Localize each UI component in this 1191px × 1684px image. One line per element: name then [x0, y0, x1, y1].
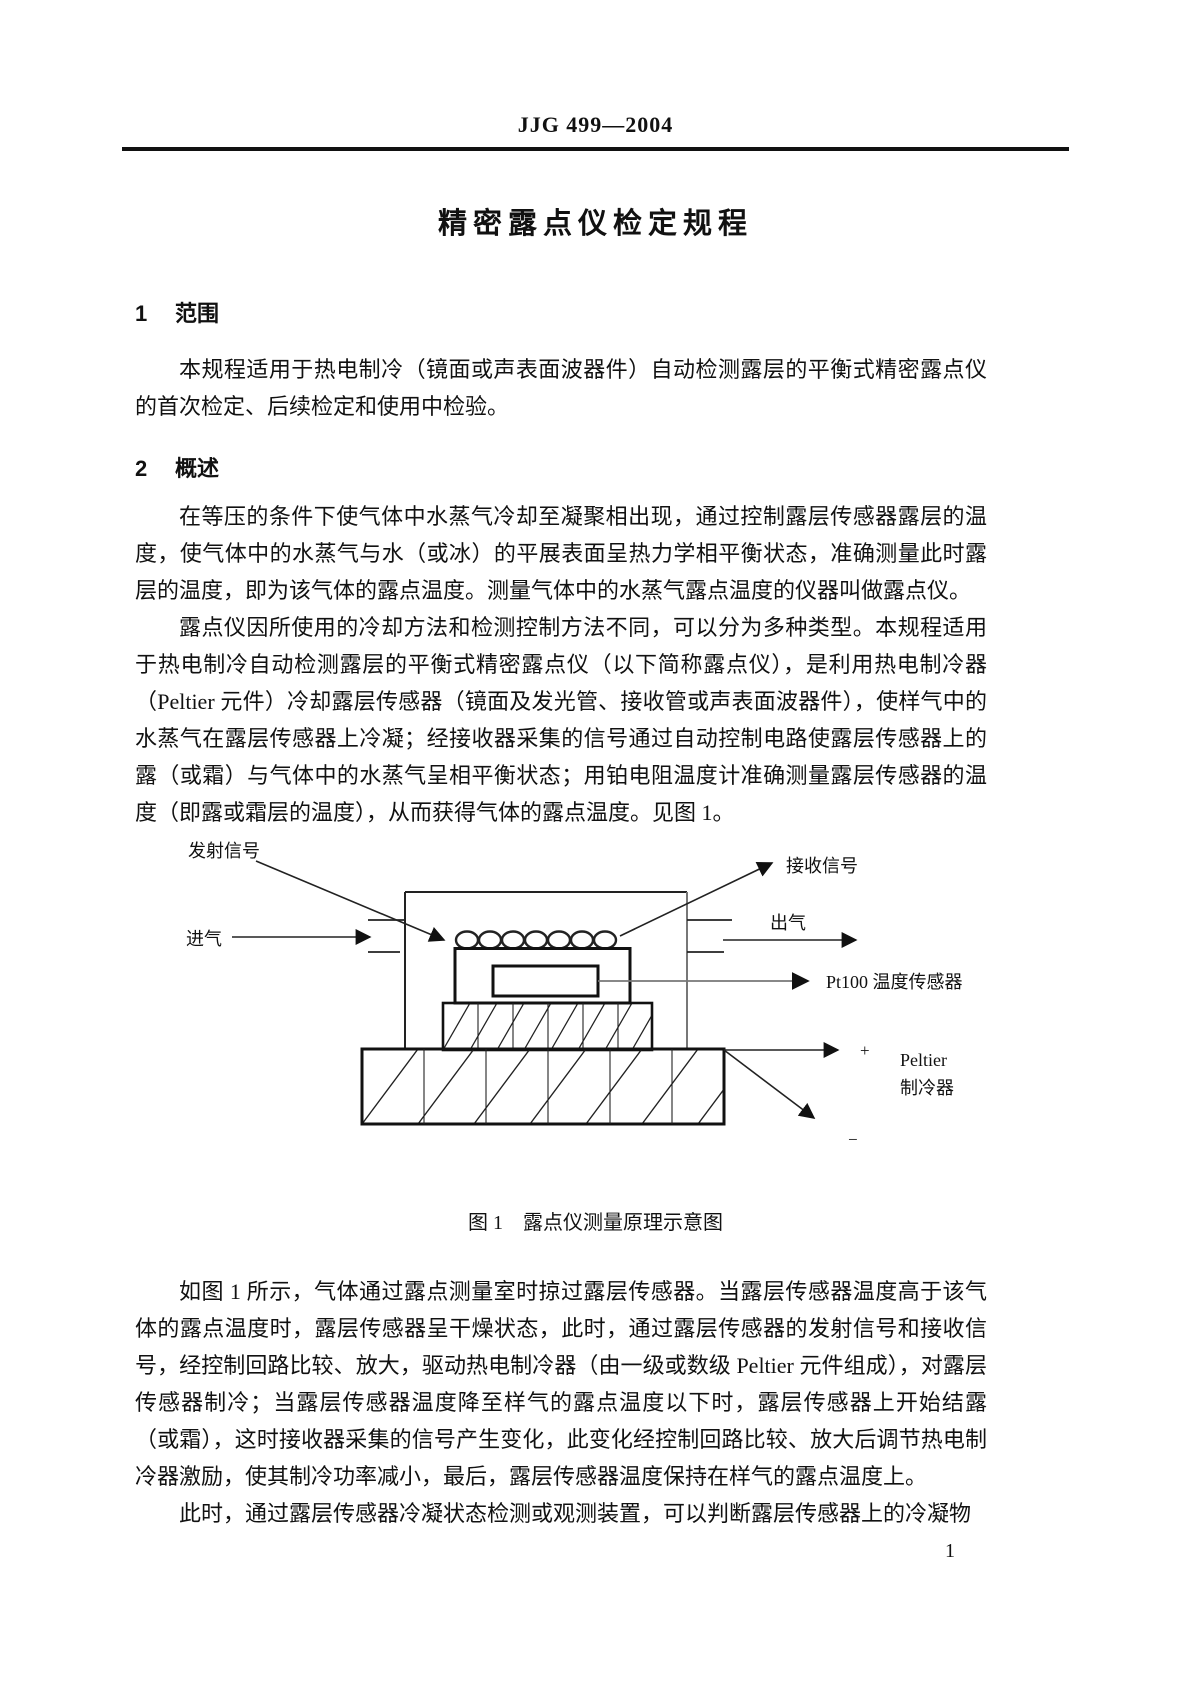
- section-heading-text: 概述: [175, 456, 220, 481]
- peltier-label-line2: 制冷器: [900, 1078, 954, 1098]
- emit-signal-label: 发射信号: [188, 841, 260, 861]
- dew-droplet: [454, 930, 480, 950]
- figure-diagram: 发射信号 进气 接收信号 出气 Pt100 温度传感器: [186, 841, 963, 1149]
- paragraph: 如图 1 所示，气体通过露点测量室时掠过露层传感器。当露层传感器温度高于该气体的…: [135, 1279, 987, 1489]
- figure-caption: 图 1 露点仪测量原理示意图: [468, 1212, 723, 1234]
- paragraph: 露点仪因所使用的冷却方法和检测控制方法不同，可以分为多种类型。本规程适用于热电制…: [135, 615, 987, 825]
- section-number: 2: [135, 456, 148, 481]
- peltier-plus-label: +: [860, 1041, 870, 1060]
- peltier-stage-2-dividers: [423, 1049, 673, 1124]
- paragraph: 在等压的条件下使气体中水蒸气冷却至凝聚相出现，通过控制露层传感器露层的温度，使气…: [135, 504, 987, 603]
- dew-droplet: [500, 930, 526, 950]
- section-heading-scope: 1 范围: [135, 296, 219, 328]
- dew-droplet: [546, 930, 572, 950]
- section-heading-text: 范围: [175, 301, 220, 326]
- scope-paragraphs: 本规程适用于热电制冷（镜面或声表面波器件）自动检测露层的平衡式精密露点仪的首次检…: [135, 351, 987, 425]
- emit-signal-arrow: [255, 860, 446, 942]
- paragraph: 本规程适用于热电制冷（镜面或声表面波器件）自动检测露层的平衡式精密露点仪的首次检…: [135, 357, 987, 419]
- overview-paragraphs: 在等压的条件下使气体中水蒸气冷却至凝聚相出现，通过控制露层传感器露层的温度，使气…: [135, 498, 987, 831]
- receive-signal-arrow: [619, 862, 774, 937]
- page-number: 1: [945, 1540, 955, 1562]
- pt100-box: [491, 964, 600, 998]
- peltier-minus-arrow: [723, 1049, 816, 1119]
- pt100-label: Pt100 温度传感器: [826, 972, 963, 992]
- page-title: 精密露点仪检定规程: [437, 208, 753, 240]
- paragraph: 此时，通过露层传感器冷凝状态检测或观测装置，可以判断露层传感器上的冷凝物: [179, 1501, 972, 1526]
- dew-droplets: [454, 930, 618, 950]
- dew-droplet: [477, 930, 503, 950]
- peltier-stage-1-dividers: [477, 1003, 619, 1050]
- section-heading-overview: 2 概述: [135, 451, 219, 483]
- dew-droplet: [523, 930, 549, 950]
- peltier-minus-label: −: [848, 1130, 858, 1149]
- header-rule: [122, 147, 1069, 151]
- dew-droplet: [569, 930, 595, 950]
- peltier-label-line1: Peltier: [900, 1050, 947, 1070]
- standard-code-header: JJG 499—2004: [517, 112, 674, 137]
- dew-droplet: [592, 930, 618, 950]
- receive-signal-label: 接收信号: [786, 856, 858, 876]
- peltier-stage-2: [360, 1047, 726, 1126]
- after-figure-paragraphs: 如图 1 所示，气体通过露点测量室时掠过露层传感器。当露层传感器温度高于该气体的…: [135, 1273, 987, 1532]
- section-number: 1: [135, 301, 148, 326]
- gas-out-label: 出气: [770, 913, 806, 933]
- gas-in-label: 进气: [186, 929, 222, 949]
